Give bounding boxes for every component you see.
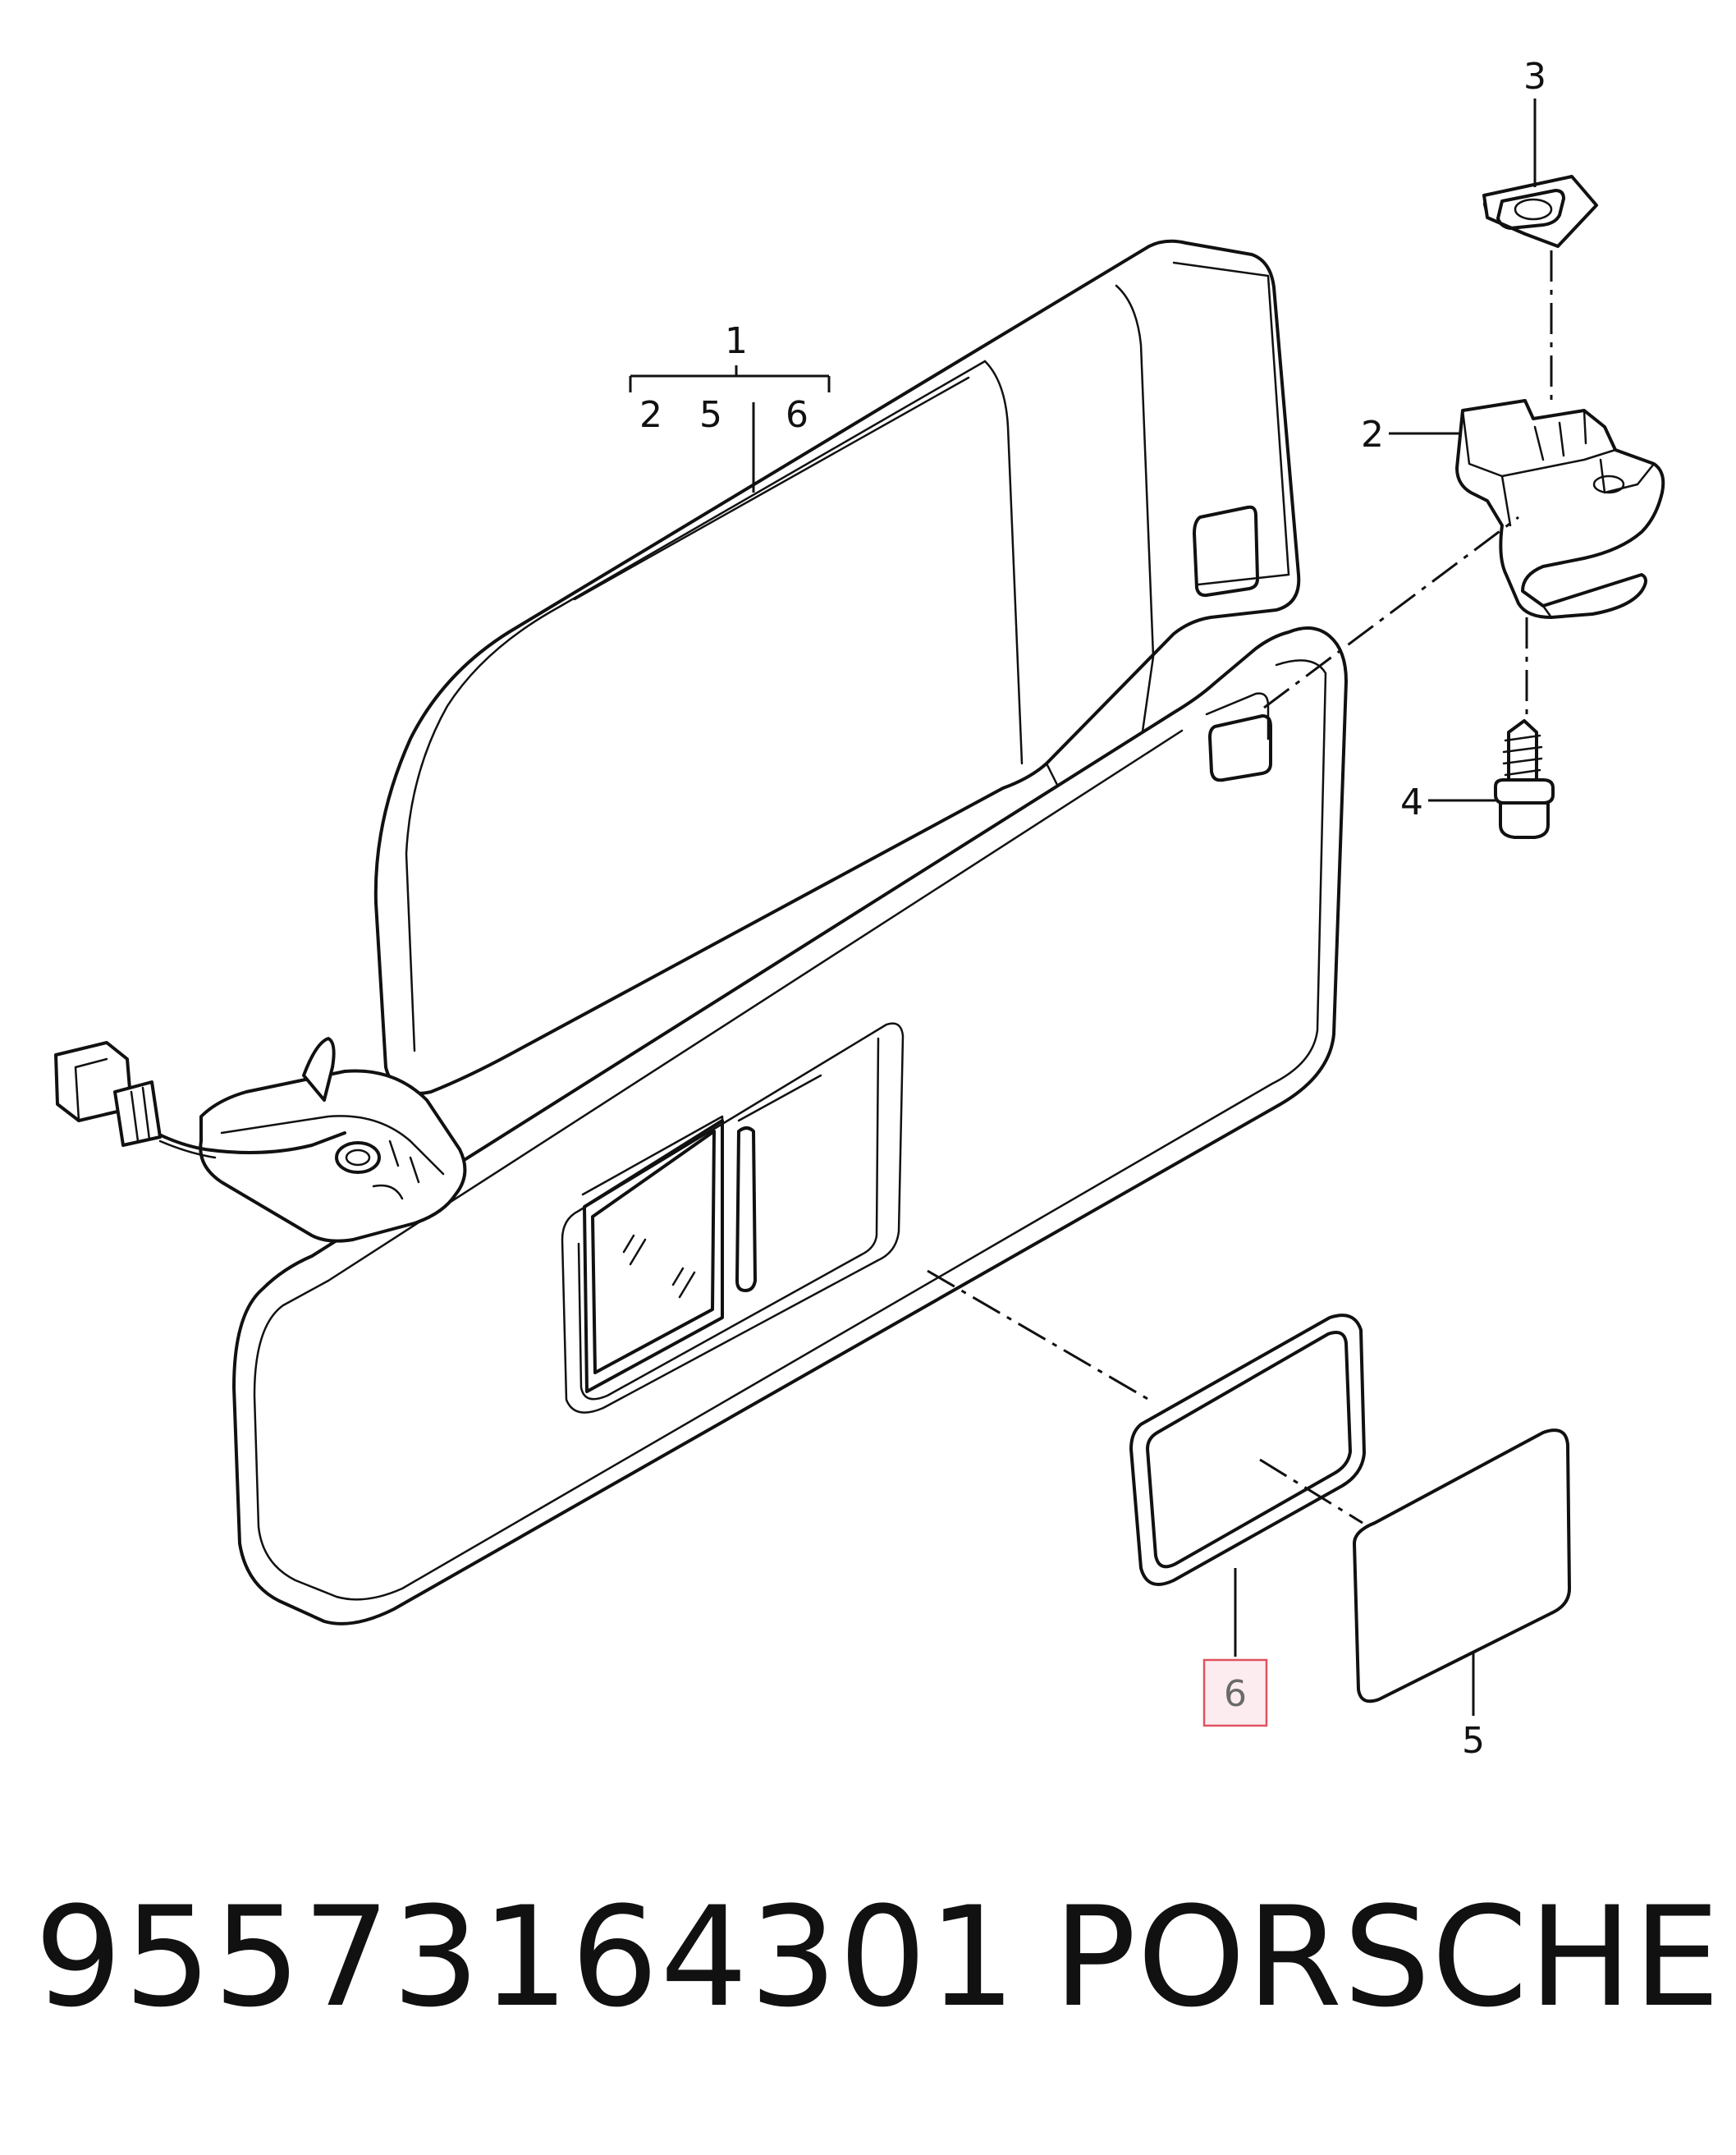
part-5-mirror-glass	[1353, 1428, 1571, 1703]
sun-visor-upper-panel	[373, 239, 1301, 1095]
callout-4: 4	[1400, 782, 1423, 823]
callout-6: 6	[1224, 1673, 1247, 1715]
callout-1-sub-5: 5	[699, 394, 722, 436]
assembly-lines	[927, 250, 1553, 1525]
callout-2: 2	[1361, 414, 1384, 456]
part-6-mirror-frame	[1129, 1314, 1366, 1586]
callout-1-sub-2: 2	[639, 394, 662, 436]
part-3-clip-nut	[1482, 175, 1598, 248]
callout-6-highlight	[1202, 1658, 1268, 1727]
exploded-parts-diagram: 1 2 5 6 3 2 4 6 5	[54, 56, 1665, 1762]
callout-labels: 1 2 5 6 3 2 4 6 5	[639, 56, 1546, 1762]
part-number: 95573164301	[34, 1877, 1018, 2038]
sun-visor-lower-panel	[54, 626, 1348, 1625]
brand-name: PORSCHE	[1053, 1877, 1721, 2038]
callout-1: 1	[725, 320, 748, 362]
part-4-screw	[1494, 719, 1555, 839]
callout-3: 3	[1523, 56, 1546, 98]
callout-1-sub-6: 6	[786, 394, 808, 436]
part-2-visor-holder	[1455, 399, 1665, 619]
callout-leaders	[629, 99, 1537, 1716]
callout-5: 5	[1462, 1720, 1485, 1762]
